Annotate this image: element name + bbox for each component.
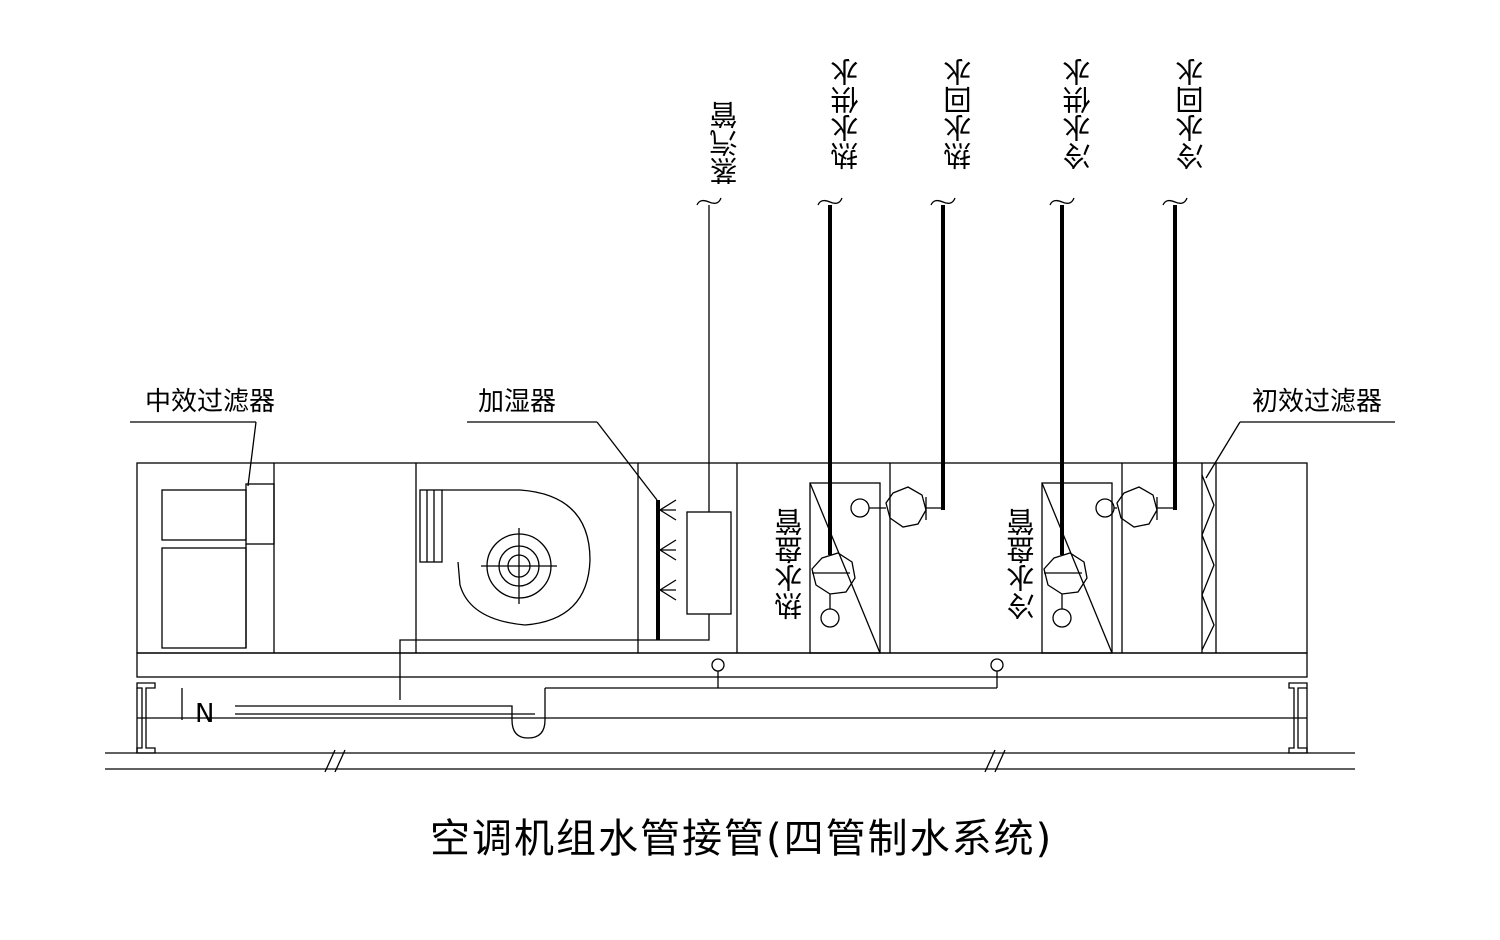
- fan-section: [419, 489, 591, 626]
- drain-piping: N: [181, 658, 1004, 739]
- ahu-casing: [136, 462, 1308, 678]
- diagram-title: 空调机组水管接管(四管制水系统): [430, 816, 1053, 862]
- medium-filter-section: 中效过滤器: [130, 387, 275, 649]
- cold-return-valve-icon: [1116, 486, 1158, 528]
- cold-water-coil-section: 冷水盘管: [1006, 482, 1175, 654]
- hot-water-coil-section: 热水盘管: [774, 482, 943, 654]
- steam-humidifier-box: [686, 511, 732, 615]
- humidifier-section: 加湿器: [399, 387, 732, 700]
- hot-return-valve-icon: [885, 486, 927, 528]
- cold-supply-label: 冷水供水: [1062, 58, 1095, 170]
- humidifier-label: 加湿器: [478, 387, 556, 417]
- cold-coil-label: 冷水盘管: [1006, 508, 1039, 620]
- hot-supply-label: 热水供水: [830, 58, 863, 170]
- medium-filter-label: 中效过滤器: [145, 387, 275, 417]
- primary-filter-label: 初效过滤器: [1252, 387, 1382, 417]
- cold-return-label: 冷水回水: [1175, 58, 1208, 170]
- steam-pipe-label: 蒸汽管: [709, 101, 742, 185]
- pipe-risers: 蒸汽管 热水供水 热水回水 冷水供水 冷水回水: [696, 58, 1208, 555]
- support-beams: [136, 682, 1308, 754]
- drain-trap-label: N: [195, 699, 214, 729]
- hot-return-label: 热水回水: [943, 58, 976, 170]
- floor-slab: [105, 749, 1355, 773]
- hot-coil-label: 热水盘管: [774, 508, 807, 620]
- primary-filter-section: 初效过滤器: [1201, 387, 1395, 653]
- cold-supply-valve-icon: [1043, 552, 1088, 595]
- hot-supply-valve-icon: [811, 552, 856, 595]
